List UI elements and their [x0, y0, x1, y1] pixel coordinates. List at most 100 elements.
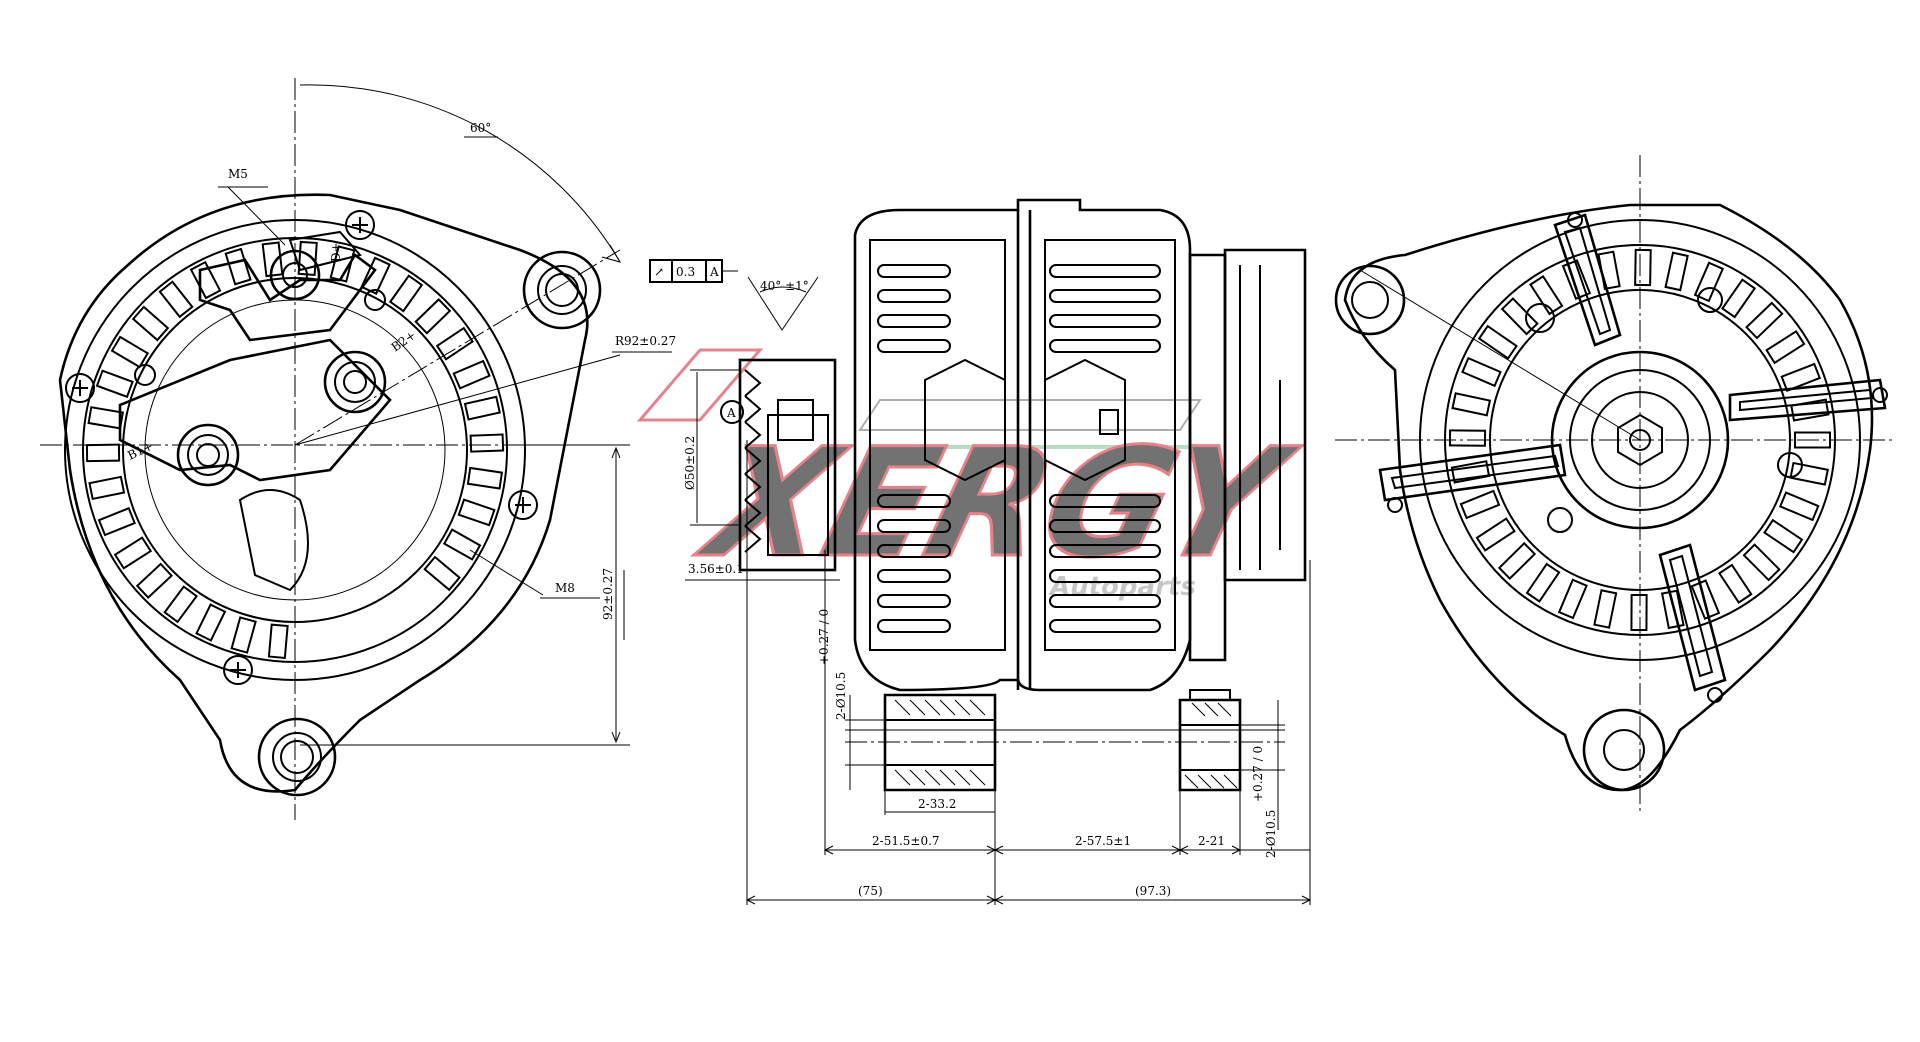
vent-slot	[87, 406, 124, 430]
vent-slot	[1763, 518, 1804, 554]
vent-slot	[1475, 517, 1516, 552]
vent-slot	[135, 562, 173, 599]
hole-right-tol: +0.27 / 0	[1251, 746, 1265, 802]
vent-slot	[158, 280, 194, 319]
vent-slot	[1790, 398, 1830, 422]
vent-slot	[1593, 589, 1618, 629]
vent-slot	[463, 395, 501, 421]
cooling-fin	[877, 264, 951, 278]
radius-label: R92±0.27	[615, 334, 676, 348]
watermark-sub: Autoparts	[1048, 572, 1196, 602]
pulley-groove	[744, 421, 762, 449]
vent-slot	[360, 256, 391, 295]
vent-slot	[95, 369, 134, 399]
pulley-groove	[744, 447, 762, 475]
pulley-groove	[744, 525, 762, 553]
cooling-fin	[1049, 544, 1161, 558]
pulley-groove	[744, 499, 762, 527]
vent-slot	[1477, 324, 1518, 360]
overall-right-label: (97.3)	[1135, 884, 1171, 898]
vent-slot	[88, 475, 126, 501]
vent-slot	[1745, 301, 1784, 340]
ear-right-label: 2-21	[1198, 834, 1225, 848]
vent-slot	[1742, 543, 1781, 582]
cooling-fin	[1049, 314, 1161, 328]
cooling-fin	[877, 569, 951, 583]
front-view: D+ B2+ B1+ 60° M5 R92±0.27 M8 92±0.27	[40, 78, 676, 820]
vent-slot	[469, 433, 505, 453]
pulley-angle-label: 40° ±1°	[760, 279, 809, 293]
vent-slot	[131, 305, 170, 342]
cooling-fin	[877, 339, 951, 353]
vent-slot	[452, 359, 491, 390]
vent-slot	[1557, 578, 1588, 620]
vent-slot	[224, 247, 252, 286]
vent-slot	[1450, 460, 1491, 484]
vent-slot	[1448, 429, 1487, 447]
pulley-grooves	[744, 369, 762, 553]
cooling-fin	[1049, 619, 1161, 633]
overall-left-label: (75)	[858, 884, 883, 898]
vent-slot	[113, 536, 153, 570]
hole-left-label: 2-Ø10.5	[834, 672, 848, 720]
cooling-fin	[1049, 494, 1161, 508]
runout-symbol: ↗	[654, 265, 664, 279]
vent-slot	[1718, 563, 1753, 604]
vent-slot	[1451, 392, 1492, 417]
vent-slot	[195, 603, 227, 642]
vent-slot	[163, 585, 199, 624]
vent-slot	[435, 326, 475, 361]
datum-ref: A	[709, 265, 719, 279]
hole-left-tol: +0.27 / 0	[817, 609, 831, 665]
vent-slot	[1461, 356, 1502, 388]
vent-slot	[110, 335, 150, 369]
vent-slot	[189, 260, 222, 300]
vent-slot	[97, 506, 136, 537]
vent-slot	[1630, 593, 1648, 632]
vent-slot	[230, 616, 257, 654]
tolerance-value: 0.3	[676, 265, 695, 279]
vent-slot	[466, 466, 504, 490]
cooling-fin	[877, 314, 951, 328]
vent-slot	[1634, 248, 1652, 287]
vent-slot	[1459, 489, 1501, 520]
vent-slot	[1525, 562, 1561, 603]
height-label: 92±0.27	[601, 568, 615, 620]
terminal-b2-label: B2+	[389, 328, 419, 355]
pulley-groove	[744, 473, 762, 501]
cooling-fin	[877, 619, 951, 633]
terminal-b1-label: B1+	[125, 439, 155, 463]
m5-label: M5	[228, 167, 248, 181]
vent-slot	[442, 528, 482, 561]
vent-slot	[1664, 251, 1689, 292]
vent-slot	[1794, 431, 1831, 449]
angle-60-label: 60°	[470, 121, 491, 135]
cooling-fin	[1049, 339, 1161, 353]
cooling-fin	[1049, 264, 1161, 278]
vent-slot	[1765, 329, 1806, 365]
span-left-label: 2-51.5±0.7	[872, 834, 940, 848]
vent-slot	[1778, 491, 1820, 522]
vent-slot	[1789, 461, 1829, 486]
cooling-fin	[877, 494, 951, 508]
cooling-fin	[1049, 519, 1161, 533]
vent-slots	[85, 240, 505, 659]
pulley-offset-label: 3.56±0.1	[688, 562, 744, 576]
vent-slot	[388, 274, 424, 313]
pulley-groove	[744, 369, 762, 397]
vent-slot	[1693, 261, 1725, 303]
span-middle-label: 2-57.5±1	[1075, 834, 1131, 848]
vent-slot	[1529, 275, 1564, 316]
cooling-fin	[1049, 594, 1161, 608]
vent-slot	[457, 498, 496, 527]
vent-slot	[1780, 362, 1822, 393]
cooling-fin	[1049, 289, 1161, 303]
pulley-diameter-label: Ø50±0.2	[683, 436, 697, 490]
cooling-fin	[877, 519, 951, 533]
vent-slot	[1720, 278, 1757, 319]
vent-slot	[423, 555, 461, 592]
m8-label: M8	[555, 581, 575, 595]
rear-view	[1334, 155, 1895, 815]
vent-slot	[267, 623, 289, 659]
cooling-fin	[877, 594, 951, 608]
